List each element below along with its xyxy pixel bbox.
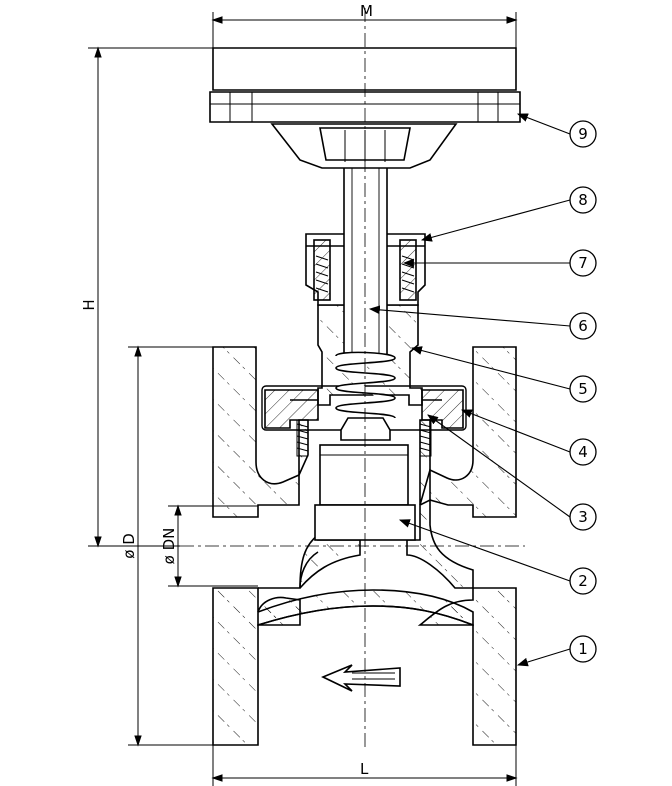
callout-2: 2 bbox=[569, 567, 597, 595]
callout-3: 3 bbox=[569, 503, 597, 531]
callout-7: 7 bbox=[569, 249, 597, 277]
dimension-d-label: ø D bbox=[120, 533, 138, 559]
svg-text:9: 9 bbox=[578, 125, 588, 143]
valve-body bbox=[212, 346, 517, 746]
thread-left bbox=[296, 419, 309, 457]
dimension-l bbox=[211, 745, 518, 786]
dimension-d bbox=[128, 345, 213, 747]
svg-text:3: 3 bbox=[578, 508, 588, 526]
dimension-m-label: M bbox=[360, 2, 373, 20]
center-lines bbox=[180, 8, 525, 748]
svg-text:2: 2 bbox=[578, 572, 588, 590]
callout-4: 4 bbox=[569, 438, 597, 466]
callout-1: 1 bbox=[569, 635, 597, 663]
dimension-l-label: L bbox=[360, 760, 369, 778]
dimension-dn-label: ø DN bbox=[160, 528, 178, 565]
svg-text:6: 6 bbox=[578, 317, 588, 335]
svg-text:4: 4 bbox=[578, 443, 588, 461]
svg-text:7: 7 bbox=[578, 254, 588, 272]
svg-text:5: 5 bbox=[578, 380, 588, 398]
flow-arrow bbox=[321, 664, 401, 692]
callout-8: 8 bbox=[569, 186, 597, 214]
stem bbox=[343, 164, 388, 356]
thread-right bbox=[419, 419, 432, 457]
callout-6: 6 bbox=[569, 312, 597, 340]
svg-text:1: 1 bbox=[578, 640, 588, 658]
stem-thread bbox=[335, 351, 396, 419]
body-passage bbox=[257, 551, 474, 626]
handwheel bbox=[209, 47, 521, 169]
callout-5: 5 bbox=[569, 375, 597, 403]
dimension-h bbox=[88, 46, 213, 548]
dimension-h-label: H bbox=[80, 299, 98, 310]
svg-text:8: 8 bbox=[578, 191, 588, 209]
callout-leaders bbox=[368, 113, 571, 667]
dimension-dn bbox=[168, 504, 258, 588]
dimension-m bbox=[211, 12, 518, 48]
callout-9: 9 bbox=[569, 120, 597, 148]
